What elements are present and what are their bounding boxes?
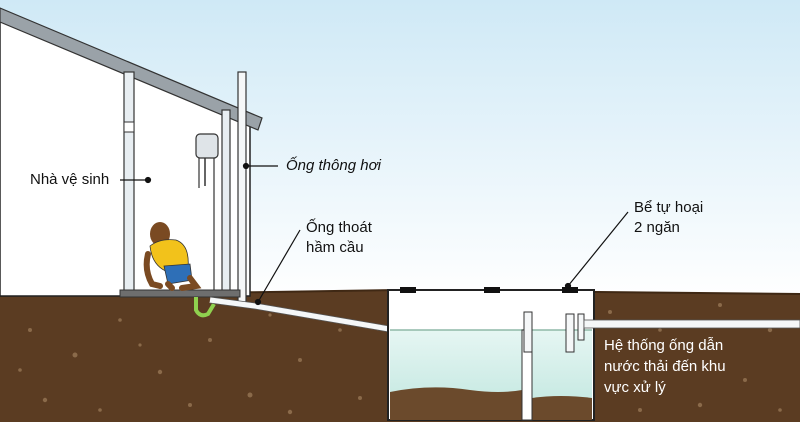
tank-sludge-right	[532, 396, 592, 420]
light-switch	[123, 121, 135, 133]
label-drain-pipe-line-1: Ống thoát	[306, 219, 372, 236]
tank-lid-1	[400, 287, 416, 293]
vent-pipe	[237, 71, 247, 305]
flush-tank	[195, 133, 219, 159]
toilet-house-roof	[0, 7, 263, 131]
label-outflow-line-3: vực xử lý	[604, 379, 666, 396]
tank-inlet-tee	[523, 311, 533, 353]
label-septic-tank-line-1: Bể tự hoại	[634, 199, 704, 216]
drain-pipe	[209, 297, 396, 333]
floor-slab	[119, 289, 241, 298]
label-septic-tank-line-2: 2 ngăn	[634, 219, 680, 236]
tank-outlet-tee-2	[577, 313, 585, 341]
label-outflow-line-2: nước thải đến khu	[604, 358, 726, 375]
tank-sludge-left	[390, 387, 522, 420]
label-outflow-line-1: Hệ thống ống dẫn	[604, 337, 724, 354]
tank-lid-2	[484, 287, 500, 293]
soil-pebbles	[18, 303, 782, 415]
drain-pipe-outline	[209, 296, 396, 334]
toilet-trap	[194, 297, 216, 318]
outflow-pipe	[583, 319, 800, 329]
label-vent-pipe: Ống thông hơi	[286, 157, 381, 174]
tank-outlet-tee-1	[565, 313, 575, 353]
callout-leaders	[120, 162, 629, 306]
door-frame-left	[123, 71, 135, 295]
tank-lid-3	[562, 287, 578, 293]
door-frame-right	[221, 109, 231, 295]
label-toilet-house: Nhà vệ sinh	[30, 171, 110, 188]
person-squatting	[143, 222, 202, 291]
label-drain-pipe-line-2: hầm cầu	[306, 239, 364, 256]
